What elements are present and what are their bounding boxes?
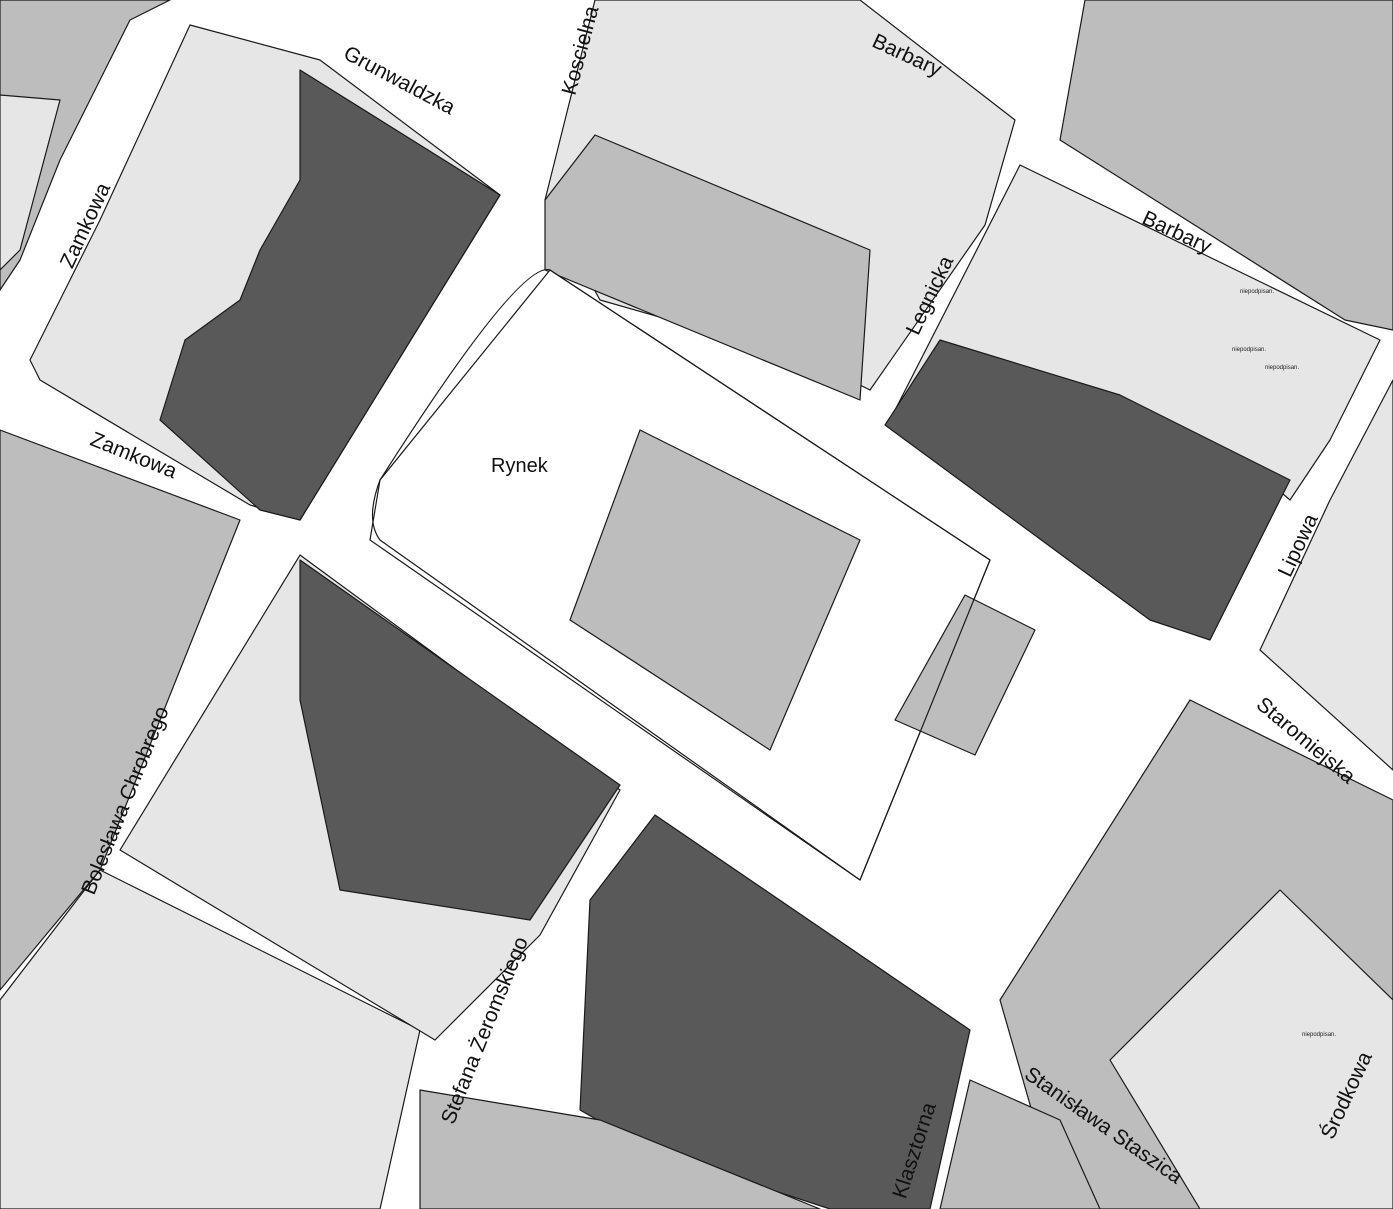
block-north-center-parcels: [544, 134, 871, 401]
block-grunwaldzka-dark: [159, 69, 501, 521]
parcel-note: niepodpisan.: [1265, 365, 1300, 371]
town-hall-light: [569, 429, 861, 751]
block-north-east: [1059, 0, 1393, 331]
block-top-left-mid: [0, 94, 61, 271]
square-label-rynek: Rynek: [491, 455, 548, 477]
block-south-center: [419, 1089, 821, 1209]
block-south-west-dark: [299, 559, 621, 921]
town-hall-east: [894, 594, 1036, 756]
block-top-left: [0, 0, 171, 291]
block-east: [1259, 379, 1393, 771]
parcel-note: niepodpisan.: [1240, 289, 1275, 295]
block-south-east-light: [1109, 889, 1393, 1209]
parcel-note: niepodpisan.: [1232, 347, 1267, 353]
block-far-south-east: [939, 1079, 1101, 1209]
block-west-south: [0, 869, 421, 1209]
market-square-outline: [371, 269, 991, 881]
block-lipowa-dark: [884, 339, 1291, 641]
parcel-note: niepodpisan.: [1302, 1032, 1337, 1038]
